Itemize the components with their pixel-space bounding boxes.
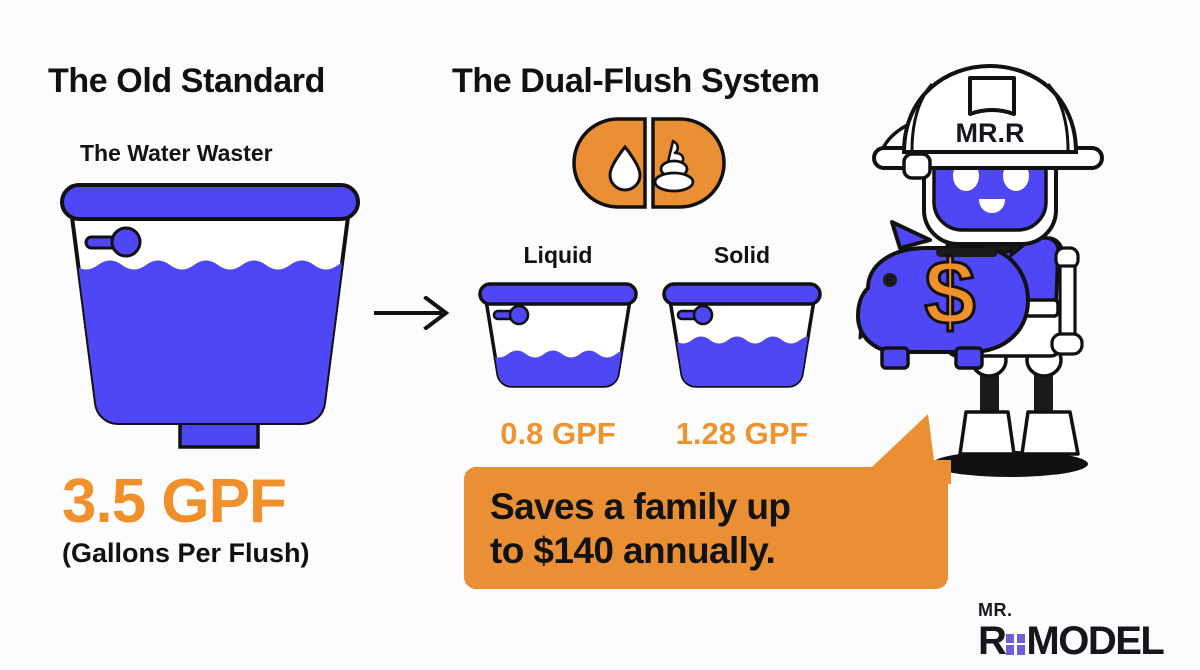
dual-flush-button-pair[interactable] (570, 115, 728, 211)
mascot-smile (978, 199, 1006, 213)
water-droplet-icon (608, 144, 642, 192)
solid-tank-lid (662, 282, 822, 306)
mascot-shadow (932, 451, 1088, 477)
liquid-gpf-value: 0.8 GPF (500, 416, 616, 451)
piggy-bank-eye (883, 273, 897, 287)
piggy-bank-leg-front (880, 346, 910, 370)
logo-remodel-part1: R (978, 619, 1007, 663)
piggy-bank-coin-slot (936, 248, 998, 257)
savings-callout: Saves a family up to $140 annually. (464, 467, 948, 589)
solid-tank-water (670, 336, 814, 387)
hard-hat-seam-right (1046, 83, 1070, 151)
left-panel-subheading: The Water Waster (80, 140, 273, 166)
liquid-tank-lid (478, 282, 638, 306)
solid-gpf-value: 1.28 GPF (675, 416, 809, 451)
brand-logo[interactable]: MR. R MODEL (978, 600, 1165, 663)
liquid-tank-handle (492, 304, 530, 326)
logo-mr-text: MR. (978, 600, 1013, 620)
old-standard-gpf-value: 3.5 GPF (62, 467, 287, 536)
hard-hat-seam-left (910, 83, 934, 151)
piggy-bank-leg-back (954, 346, 984, 370)
window-grid-icon (1006, 633, 1026, 655)
old-standard-gpf-caption: (Gallons Per Flush) (62, 538, 310, 568)
solid-tank-illustration (662, 282, 822, 388)
arrow-right-icon (374, 296, 450, 330)
tank-flush-handle (84, 226, 142, 258)
mode-label-solid: Solid (713, 242, 771, 268)
mode-label-liquid: Liquid (523, 242, 593, 268)
piggy-bank: $ (855, 220, 1031, 370)
hard-hat-brand-text: MR.R (956, 118, 1025, 148)
callout-line-2: to $140 annually. (490, 530, 776, 572)
tank-water (72, 260, 348, 424)
solid-waste-icon (653, 139, 695, 193)
mascot-robot-illustration: $ MR.R (855, 63, 1104, 477)
piggy-bank-dollar-sign: $ (924, 242, 975, 344)
callout-tail (856, 414, 951, 484)
mascot-right-arm (1050, 246, 1084, 356)
right-panel-heading: The Dual-Flush System (452, 62, 820, 100)
callout-line-1: Saves a family up (490, 486, 791, 527)
mascot-hard-hat: MR.R (872, 63, 1104, 180)
hard-hat-ridge (968, 76, 1016, 116)
liquid-tank-illustration (478, 282, 638, 388)
left-panel-heading: The Old Standard (48, 62, 325, 100)
tank-lid (60, 183, 360, 221)
hard-hat-clip (902, 152, 932, 180)
old-toilet-tank-illustration (60, 183, 360, 449)
logo-remodel-text: R MODEL (978, 619, 1165, 663)
tank-base (178, 419, 260, 449)
logo-remodel-part2: MODEL (1026, 619, 1164, 663)
liquid-tank-water (486, 350, 630, 387)
solid-tank-handle (676, 304, 714, 326)
piggy-bank-body (855, 246, 1031, 354)
piggy-bank-ear (890, 220, 932, 250)
